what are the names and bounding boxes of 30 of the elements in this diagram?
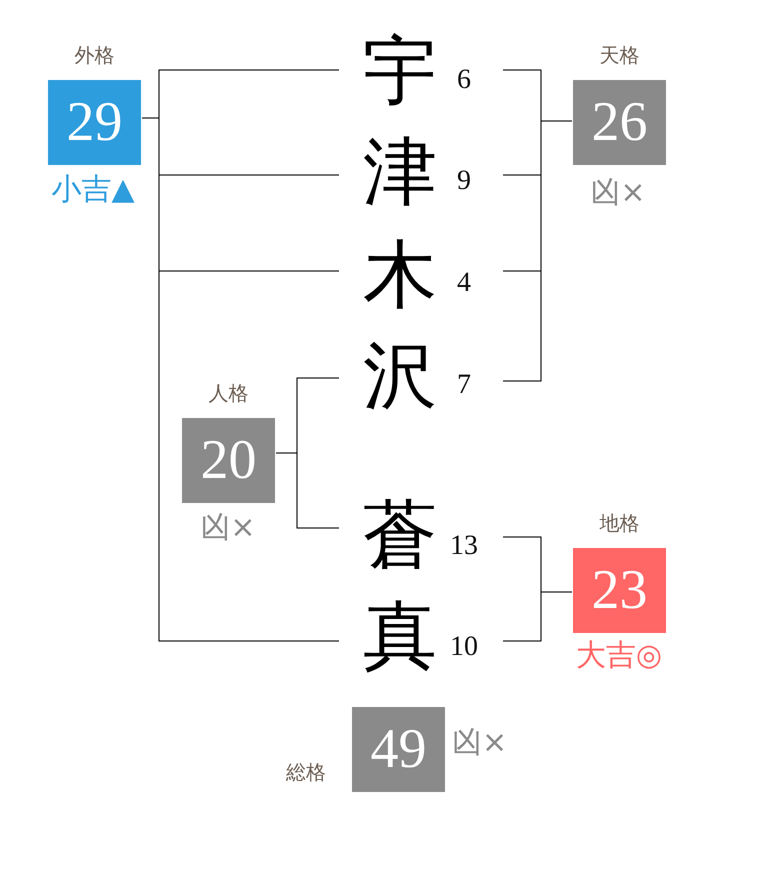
score-tile: 49 — [352, 707, 445, 792]
fortune-result: 凶× — [590, 178, 646, 208]
score-tile: 23 — [573, 548, 666, 633]
score-tile: 20 — [182, 418, 275, 503]
stroke-count: 7 — [457, 371, 471, 399]
kanji-character: 蒼 — [363, 499, 437, 573]
score-tile: 26 — [573, 80, 666, 165]
fortune-result: 凶× — [452, 728, 508, 758]
kanji-character: 宇 — [363, 35, 437, 109]
fortune-result: 凶× — [200, 513, 256, 543]
stroke-count: 13 — [450, 532, 478, 560]
fortune-result: 小吉▲ — [51, 175, 135, 205]
kanji-character: 津 — [363, 136, 437, 210]
category-label: 総格 — [286, 762, 326, 782]
bracket-line — [502, 120, 572, 382]
stroke-count: 9 — [457, 167, 471, 195]
bracket-line — [502, 592, 572, 642]
category-label: 外格 — [74, 45, 114, 65]
stroke-count: 6 — [457, 66, 471, 94]
fortune-result: 大吉◎ — [576, 641, 662, 671]
stroke-count: 4 — [457, 269, 471, 297]
stroke-count: 10 — [450, 633, 478, 661]
category-label: 人格 — [208, 383, 248, 403]
bracket-line — [276, 452, 340, 528]
kanji-character: 木 — [363, 239, 437, 313]
category-label: 天格 — [600, 45, 640, 65]
kanji-character: 沢 — [363, 340, 437, 414]
category-label: 地格 — [600, 513, 640, 533]
kanji-character: 真 — [363, 600, 437, 674]
score-tile: 29 — [48, 80, 141, 165]
